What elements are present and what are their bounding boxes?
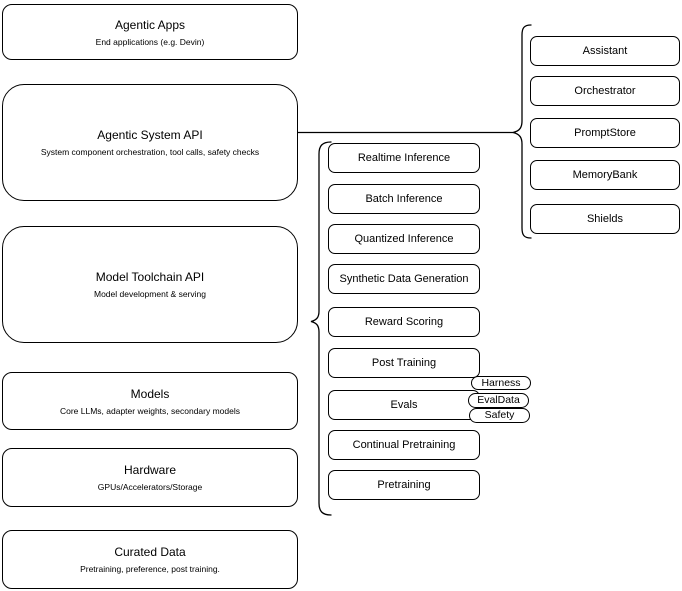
node-post-training-label: Post Training [371, 356, 437, 369]
node-synthetic-data-generation-label: Synthetic Data Generation [339, 272, 469, 285]
node-orchestrator-label: Orchestrator [574, 84, 636, 97]
components-group-brace [512, 24, 532, 239]
badge-safety-label: Safety [484, 409, 515, 422]
node-promptstore: PromptStore [530, 118, 680, 148]
node-assistant: Assistant [530, 36, 680, 66]
node-shields-label: Shields [586, 212, 624, 225]
node-agentic-apps-title: Agentic Apps [114, 17, 186, 32]
node-model-toolchain-api-title: Model Toolchain API [95, 270, 205, 284]
node-post-training: Post Training [328, 348, 480, 378]
node-synthetic-data-generation: Synthetic Data Generation [328, 264, 480, 294]
node-realtime-inference-label: Realtime Inference [357, 151, 451, 164]
node-memorybank: MemoryBank [530, 160, 680, 190]
node-agentic-apps: Agentic Apps End applications (e.g. Devi… [2, 4, 298, 60]
node-reward-scoring-label: Reward Scoring [364, 315, 444, 328]
node-curated-data: Curated Data Pretraining, preference, po… [2, 530, 298, 589]
node-reward-scoring: Reward Scoring [328, 307, 480, 337]
badge-harness-label: Harness [481, 376, 521, 389]
node-pretraining-label: Pretraining [377, 478, 431, 491]
node-model-toolchain-api: Model Toolchain API Model development & … [2, 226, 298, 343]
node-hardware-subtitle: GPUs/Accelerators/Storage [97, 482, 203, 492]
node-agentic-system-api-subtitle: System component orchestration, tool cal… [40, 147, 260, 157]
node-quantized-inference: Quantized Inference [328, 224, 480, 254]
node-agentic-system-api: Agentic System API System component orch… [2, 84, 298, 201]
badge-evaldata-label: EvalData [477, 394, 520, 407]
node-shields: Shields [530, 204, 680, 234]
node-hardware-title: Hardware [123, 463, 177, 477]
node-hardware: Hardware GPUs/Accelerators/Storage [2, 448, 298, 507]
node-curated-data-subtitle: Pretraining, preference, post training. [80, 564, 220, 574]
badge-evaldata: EvalData [468, 393, 529, 408]
node-batch-inference: Batch Inference [328, 184, 480, 214]
node-batch-inference-label: Batch Inference [365, 192, 443, 205]
node-evals: Evals [328, 390, 480, 420]
node-curated-data-title: Curated Data [114, 545, 186, 559]
node-models: Models Core LLMs, adapter weights, secon… [2, 372, 298, 430]
node-continual-pretraining: Continual Pretraining [328, 430, 480, 460]
node-assistant-label: Assistant [582, 44, 628, 57]
node-continual-pretraining-label: Continual Pretraining [352, 438, 456, 451]
node-memorybank-label: MemoryBank [572, 168, 638, 181]
node-agentic-apps-subtitle: End applications (e.g. Devin) [95, 36, 205, 47]
node-model-toolchain-api-subtitle: Model development & serving [94, 289, 206, 299]
node-promptstore-label: PromptStore [574, 126, 636, 139]
node-orchestrator: Orchestrator [530, 76, 680, 106]
toolchain-group-brace [310, 141, 332, 516]
badge-safety: Safety [469, 408, 530, 423]
node-realtime-inference: Realtime Inference [328, 143, 480, 173]
node-models-title: Models [130, 386, 170, 401]
node-agentic-system-api-title: Agentic System API [97, 128, 203, 142]
node-pretraining: Pretraining [328, 470, 480, 500]
node-models-subtitle: Core LLMs, adapter weights, secondary mo… [59, 405, 240, 416]
node-evals-label: Evals [390, 398, 418, 411]
badge-harness: Harness [471, 376, 531, 390]
node-quantized-inference-label: Quantized Inference [354, 232, 454, 245]
